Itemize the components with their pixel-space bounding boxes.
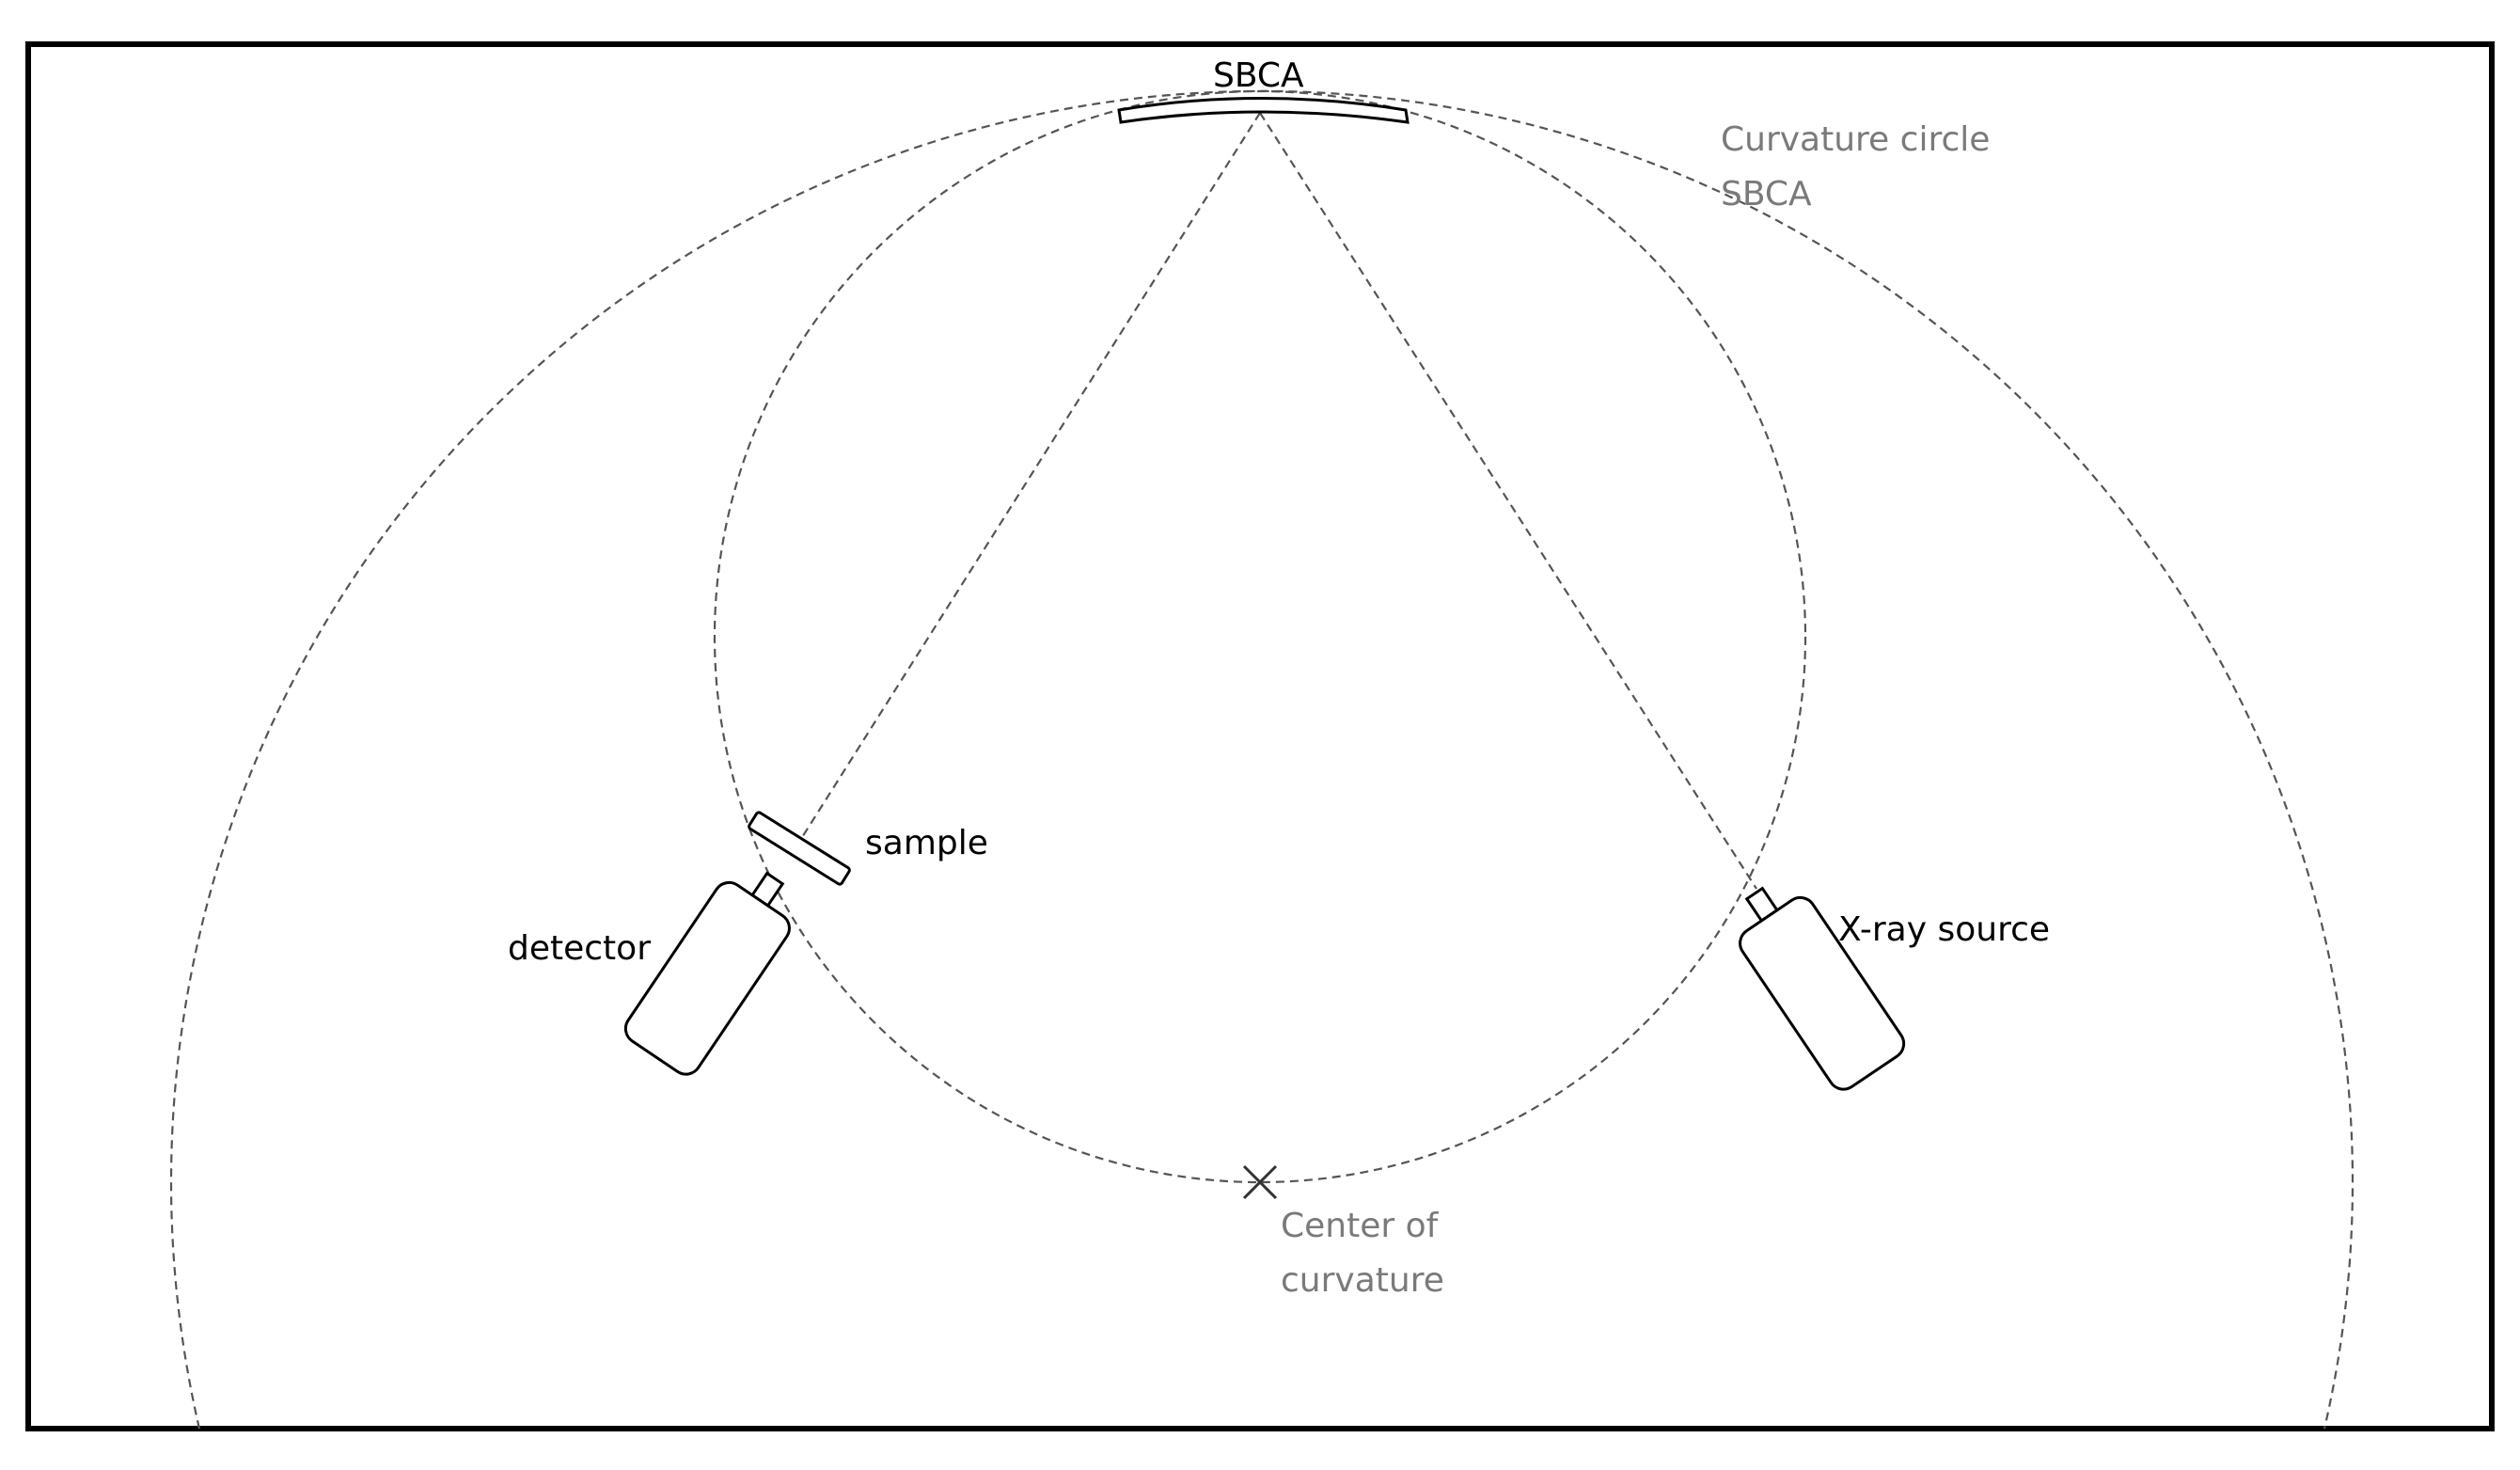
- sbca-curvature-circle: [169, 89, 2355, 1430]
- sbca-crystal: [1117, 97, 1410, 124]
- center-label-line2: curvature: [1281, 1261, 1444, 1300]
- ray-sbca-to-sample: [798, 112, 1261, 843]
- curvature-circle-label-line1: Curvature circle: [1721, 120, 1990, 159]
- sbca-label: SBCA: [1213, 56, 1304, 95]
- xray-source-body: [1739, 886, 1906, 1091]
- sample-plate: [748, 811, 851, 886]
- detector-label: detector: [508, 929, 651, 968]
- detector-body: [623, 871, 791, 1076]
- center-of-curvature-marker: [1242, 1164, 1278, 1200]
- diagram-frame: [25, 41, 2495, 1431]
- center-label-line1: Center of: [1281, 1207, 1440, 1245]
- sample-label: sample: [865, 824, 988, 862]
- xray-source-label: X-ray source: [1838, 910, 2050, 949]
- rowland-circle: [713, 89, 1807, 1184]
- curvature-circle-label-line2: SBCA: [1721, 175, 1812, 213]
- ray-sbca-to-source: [1259, 112, 1757, 890]
